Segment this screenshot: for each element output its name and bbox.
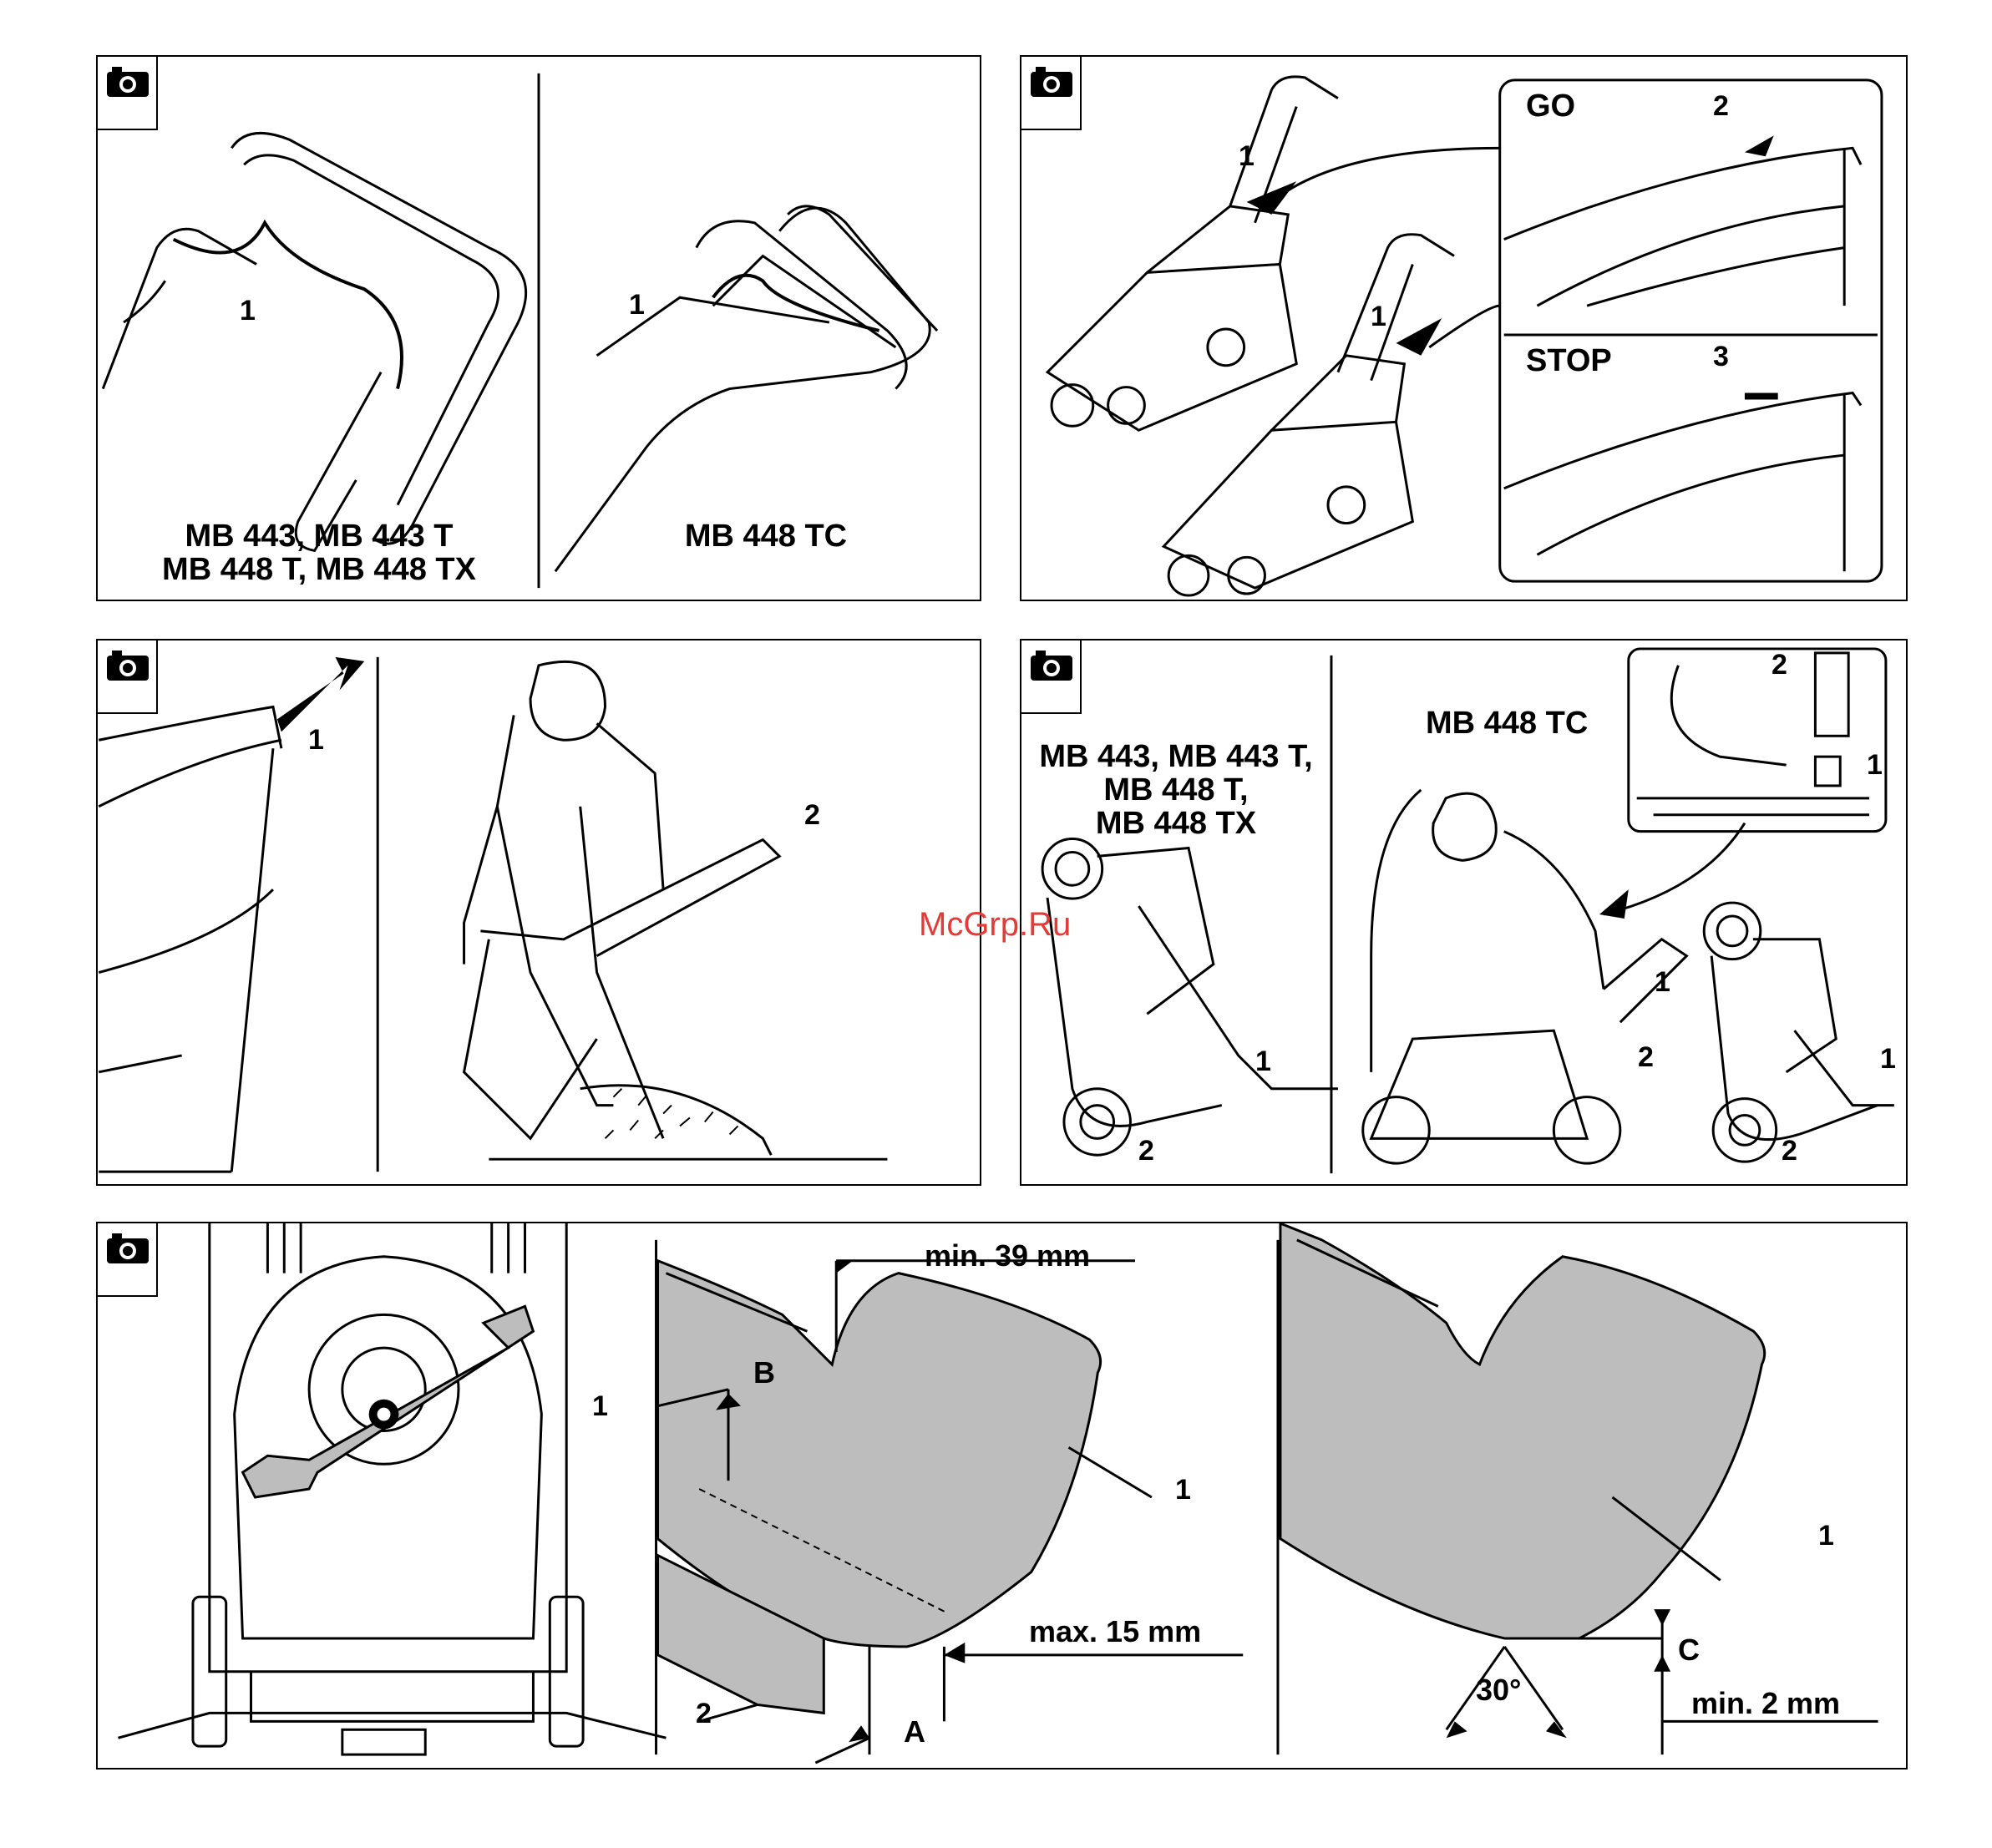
panel-fold-handle: MB 443, MB 443 T, MB 448 T, MB 448 TX MB… <box>1020 639 1908 1186</box>
callout-2-left-knob: 2 <box>1138 1135 1154 1167</box>
fold-handle-illustration <box>1021 640 1906 1184</box>
panel-blade-check: 1 min. 39 mm B 1 max. 15 mm 2 A 1 30° C … <box>96 1222 1908 1770</box>
panel-empty-grass-box: 1 2 <box>96 639 981 1186</box>
callout-1-blade-mid: 1 <box>1175 1474 1191 1506</box>
angle-label: 30° <box>1476 1674 1521 1706</box>
label-a: A <box>904 1716 925 1748</box>
model-line-2: MB 448 T, MB 448 TX <box>123 554 515 587</box>
label-b: B <box>753 1357 775 1389</box>
label-c: C <box>1678 1634 1700 1666</box>
callout-2-inset: 2 <box>1772 649 1787 681</box>
callout-1-blade-right: 1 <box>1818 1520 1834 1552</box>
callout-2-person-knob: 2 <box>1638 1041 1654 1074</box>
callout-2-wood: 2 <box>696 1698 712 1730</box>
model-line-1: MB 443, MB 443 T <box>123 520 515 554</box>
min-2-label: min. 2 mm <box>1691 1688 1840 1719</box>
callout-2-box: 2 <box>804 799 820 832</box>
blade-illustration <box>98 1223 1906 1768</box>
callout-1-left-handle: 1 <box>1255 1046 1271 1078</box>
callout-1-right-handle: 1 <box>1880 1043 1896 1076</box>
callout-2-right-knob: 2 <box>1782 1135 1797 1167</box>
mower-grass-box-illustration <box>1021 57 1906 600</box>
callout-3-stop: 3 <box>1713 341 1729 373</box>
min-39-label: min. 39 mm <box>925 1240 1090 1272</box>
callout-1-box: 1 <box>308 724 324 757</box>
callout-1-left: 1 <box>240 295 256 327</box>
callout-2-go: 2 <box>1713 90 1729 123</box>
model-right: MB 448 TC <box>565 520 966 554</box>
callout-1-person-handle: 1 <box>1655 966 1670 999</box>
watermark: McGrp.Ru <box>919 906 1071 944</box>
callout-1-right: 1 <box>629 289 645 322</box>
go-label: GO <box>1526 90 1575 124</box>
stop-label: STOP <box>1526 345 1612 378</box>
model-list-left: MB 443, MB 443 T MB 448 T, MB 448 TX <box>123 520 515 587</box>
callout-1-inset: 1 <box>1867 749 1883 782</box>
max-15-label: max. 15 mm <box>1029 1616 1201 1648</box>
callout-1-mower-b: 1 <box>1371 301 1386 333</box>
callout-1-mower-blade: 1 <box>592 1390 608 1423</box>
emptying-illustration <box>98 640 980 1184</box>
panel-go-stop-indicator: 1 1 GO 2 STOP 3 <box>1020 55 1908 601</box>
panel-handle-cable: 1 1 MB 443, MB 443 T MB 448 T, MB 448 TX… <box>96 55 981 601</box>
callout-1-mower-a: 1 <box>1239 140 1255 173</box>
